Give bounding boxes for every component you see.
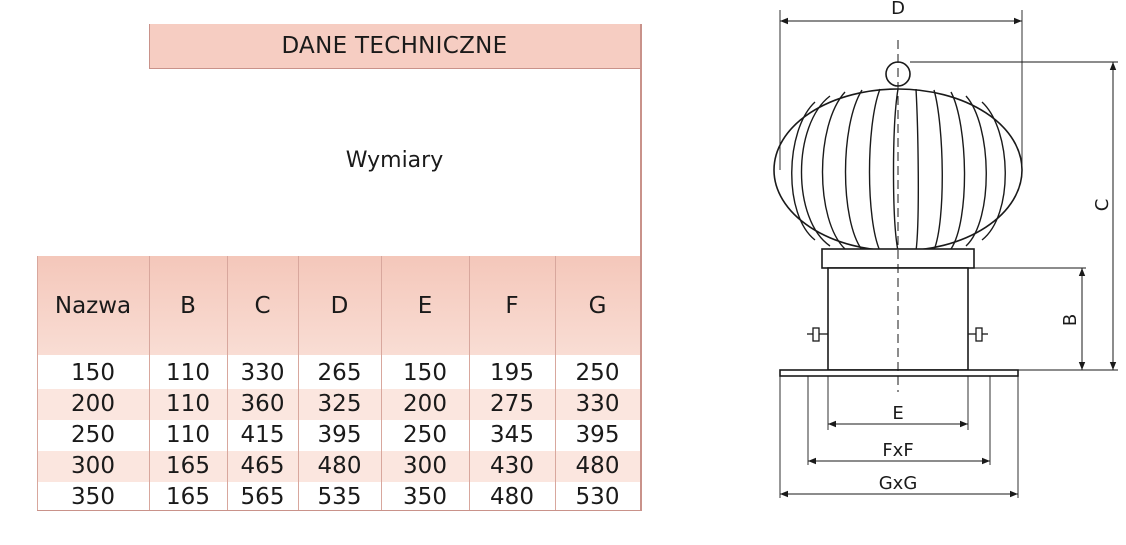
table-cell: 350 [403,484,447,510]
table-cell: 150 [403,360,447,386]
dim-b-label: B [1060,314,1081,326]
table-cell: 110 [166,360,210,386]
column-divider [555,256,556,510]
table-cell: 330 [575,391,620,417]
table-cell: 350 [71,484,115,510]
table-cell: 480 [490,484,534,510]
table-cell: 300 [403,453,447,479]
side-bolts [807,327,988,342]
table-cell: 165 [166,453,210,479]
column-divider [227,256,228,510]
dim-f-label: FxF [882,440,913,461]
table-frame-right [640,24,642,510]
table-row [37,389,640,420]
table-title-text: DANE TECHNICZNE [281,33,508,59]
dim-c-label: C [1092,199,1113,212]
table-cell: 565 [240,484,285,510]
column-header-0: Nazwa [37,256,149,355]
table-cell: 535 [317,484,362,510]
table-cell: 480 [575,453,620,479]
table-subtitle: Wymiary [345,148,444,173]
table-cell: 275 [490,391,534,417]
table-cell: 250 [575,360,620,386]
table-frame-left-top [149,24,150,68]
table-cell: 330 [240,360,285,386]
column-header-5: F [469,256,555,355]
column-divider [149,256,150,510]
dim-e-label: E [892,403,903,424]
table-cell: 250 [71,422,115,448]
column-divider [381,256,382,510]
column-header-4: E [381,256,469,355]
column-divider [469,256,470,510]
table-cell: 110 [166,391,210,417]
table-row [37,451,640,482]
table-cell: 150 [71,360,115,386]
column-divider [298,256,299,510]
column-header-1: B [149,256,227,355]
table-frame-bottom [37,510,642,511]
table-cell: 300 [71,453,115,479]
table-cell: 415 [240,422,285,448]
table-cell: 465 [240,453,285,479]
table-cell: 195 [490,360,534,386]
table-cell: 200 [71,391,115,417]
column-header-6: G [555,256,640,355]
column-header-3: D [298,256,381,355]
dim-d-label: D [891,0,905,19]
table-cell: 360 [240,391,285,417]
table-frame-left [37,256,38,510]
table-cell: 480 [317,453,362,479]
dim-g-label: GxG [879,473,918,494]
table-cell: 265 [317,360,362,386]
table-cell: 345 [490,422,534,448]
table-cell: 395 [575,422,620,448]
table-cell: 430 [490,453,534,479]
table-cell: 395 [317,422,362,448]
table-cell: 325 [317,391,362,417]
table-cell: 250 [403,422,447,448]
table-title: DANE TECHNICZNE [149,24,640,69]
column-header-2: C [227,256,298,355]
base-flange [779,369,1019,377]
table-cell: 200 [403,391,447,417]
table-cell: 165 [166,484,210,510]
turbine-blades [791,88,1006,252]
table-cell: 530 [575,484,620,510]
table-cell: 110 [166,422,210,448]
